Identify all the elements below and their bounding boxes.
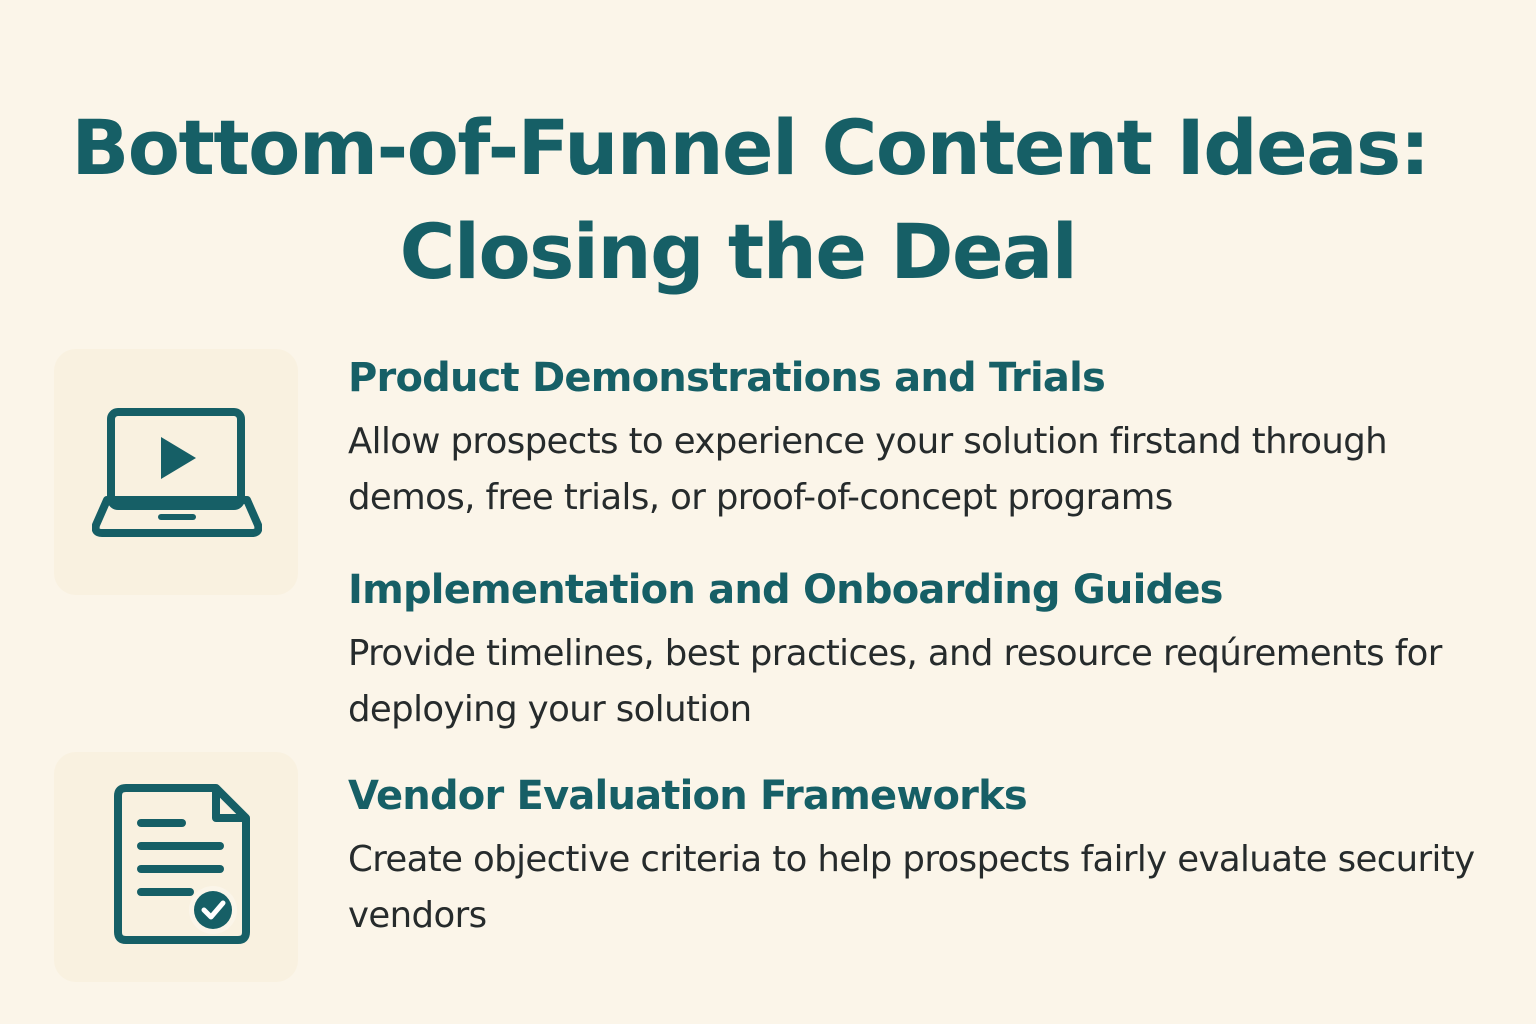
- laptop-icon-tile: [54, 349, 298, 595]
- document-icon-tile: [54, 752, 298, 982]
- content-idea-item: Vendor Evaluation Frameworks Create obje…: [348, 768, 1498, 944]
- content-idea-item: Implementation and Onboarding Guides Pro…: [348, 562, 1498, 738]
- page-title-line-2: Closing the Deal: [399, 207, 1078, 296]
- page-title: Bottom-of-Funnel Content Ideas: Closing …: [0, 96, 1536, 304]
- item-title: Vendor Evaluation Frameworks: [348, 773, 1028, 819]
- item-description: Provide timelines, best practices, and r…: [348, 633, 1442, 730]
- content-idea-item: Product Demonstrations and Trials Allow …: [348, 350, 1498, 526]
- page-title-line-1: Bottom-of-Funnel Content Ideas:: [71, 103, 1430, 192]
- item-description: Allow prospects to experience your solut…: [348, 421, 1388, 518]
- document-check-icon: [114, 784, 250, 944]
- laptop-play-icon: [92, 408, 262, 537]
- item-title: Product Demonstrations and Trials: [348, 355, 1106, 401]
- item-title: Implementation and Onboarding Guides: [348, 567, 1223, 613]
- item-description: Create objective criteria to help prospe…: [348, 839, 1475, 936]
